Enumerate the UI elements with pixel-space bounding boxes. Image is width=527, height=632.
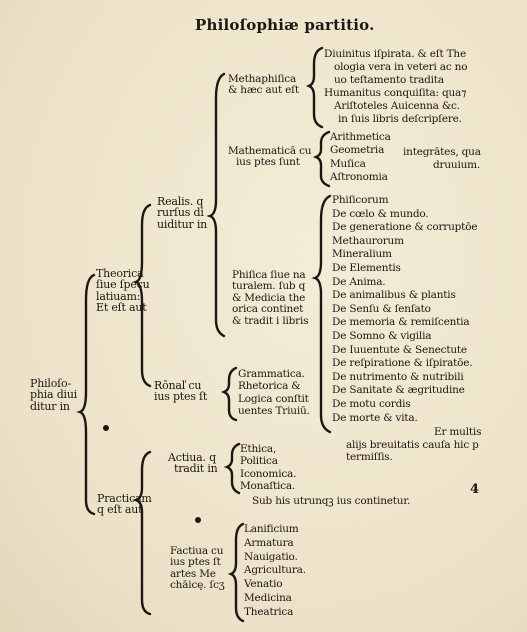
- metaphysica-list: Diuinitus iſpirata. & eſt The ologia ver…: [324, 48, 468, 126]
- list-item: De nutrimento & nutribili: [332, 370, 464, 383]
- list-item: De generatione & corruptōe: [332, 221, 478, 234]
- list-item: De Iuuentute & Senectute: [332, 343, 467, 356]
- page-mark: 4: [470, 482, 480, 497]
- list-item: De cœlo & mundo.: [332, 207, 429, 220]
- list-item: De Senſu & ſenſato: [332, 302, 431, 315]
- list-item: Arithmetica: [330, 131, 391, 143]
- list-item: Lanificium: [244, 523, 299, 535]
- physica-note: Er multis alijs breuitatis cauſa hic p t…: [346, 426, 482, 464]
- list-item: Armatura: [244, 536, 294, 549]
- list-item: Politica: [240, 455, 278, 468]
- list-item: uo teſtamento tradita: [334, 74, 444, 86]
- list-item: Venatio: [244, 578, 283, 591]
- list-item: Phiſicorum: [332, 194, 389, 206]
- list-item: De motu cordis: [332, 397, 411, 410]
- list-item: Monaſtica.: [240, 480, 296, 493]
- list-item: uentes Triuiū.: [238, 405, 310, 418]
- list-item: De reſpiratione & iſpiratōe.: [332, 357, 473, 370]
- list-item: Geometria: [330, 144, 385, 157]
- printer-mark-dot: [195, 517, 201, 523]
- list-item: De morte & vita.: [332, 411, 418, 424]
- physica-list: Phiſicorum De cœlo & mundo. De generatio…: [332, 194, 478, 425]
- list-item: De Anima.: [332, 275, 386, 288]
- list-item: Rhetorica &: [238, 380, 301, 393]
- list-item: ologia vera in veteri ac no: [334, 61, 468, 73]
- list-item: Medicina: [244, 591, 292, 604]
- list-item: Nauigatio.: [244, 550, 298, 563]
- list-item: Mineralium: [332, 248, 392, 261]
- printer-mark-dot: [103, 425, 109, 431]
- list-item: Diuinitus iſpirata. & eſt The: [324, 48, 467, 60]
- activa-note: Sub his utrunqꝫ ius continetur.: [252, 495, 411, 507]
- factiva-list: Lanificium Armatura Nauigatio. Agricultu…: [244, 523, 306, 620]
- list-item: Ariſtoteles Auicenna &c.: [334, 100, 460, 112]
- list-item: De Elementis: [332, 261, 401, 274]
- list-item: in ſuis libris deſcripſere.: [338, 113, 462, 125]
- metaphysica-label: Methaphiſica& hæc aut eſt: [228, 73, 299, 97]
- list-item: Agricultura.: [244, 564, 306, 577]
- list-item: Grammatica.: [238, 368, 305, 380]
- list-item: De animalibus & plantis: [332, 289, 456, 302]
- list-item: De Somno & vigilia: [332, 329, 432, 342]
- list-item: Ethica,: [240, 443, 277, 455]
- page-title: Philoſophiæ partitio.: [195, 16, 375, 34]
- list-item: De Sanitate & ægritudine: [332, 384, 465, 397]
- list-item: Theatrica: [244, 605, 294, 618]
- list-item: Humanitus conquiſita: qua⁊: [324, 87, 467, 99]
- list-item: Methaurorum: [332, 234, 404, 247]
- activa-list: Ethica, Politica Iconomica. Monaſtica.: [240, 443, 296, 493]
- trivium-list: Grammatica. Rhetorica & Logica conſtit u…: [238, 368, 310, 418]
- mathematica-list: Arithmetica Geometria Muſica Aſtronomia: [330, 131, 391, 185]
- list-item: Muſica: [330, 157, 366, 170]
- list-item: Logica conſtit: [238, 392, 309, 405]
- list-item: De memoria & remiſcentia: [332, 316, 470, 329]
- list-item: Iconomica.: [240, 467, 297, 480]
- list-item: Aſtronomia: [330, 171, 388, 184]
